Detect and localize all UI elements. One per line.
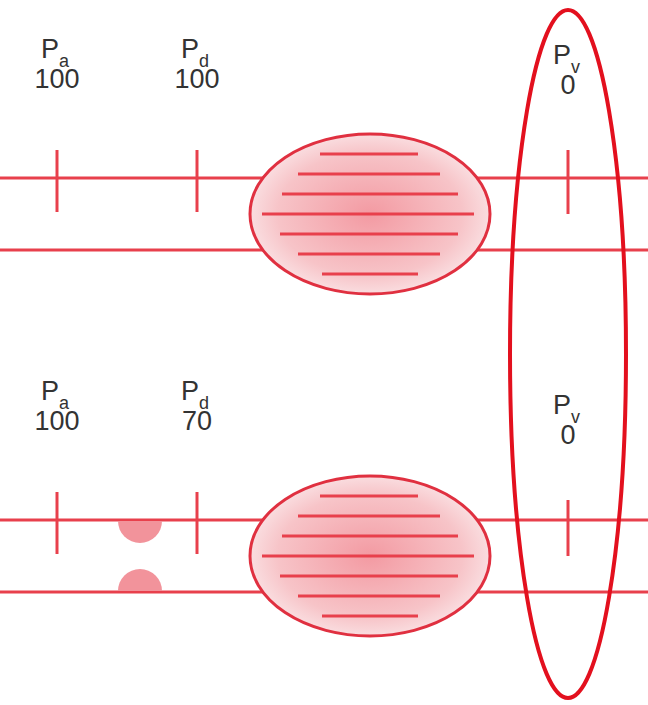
pressure-value: 0 bbox=[560, 422, 575, 449]
normal-vessel bbox=[0, 134, 648, 294]
stenosed-vessel bbox=[0, 476, 648, 636]
pressure-value: 100 bbox=[174, 66, 219, 93]
highlight-ellipse bbox=[510, 10, 626, 698]
stenosis-plaque bbox=[118, 569, 162, 591]
pressure-value: 0 bbox=[560, 72, 575, 99]
stenosis-plaque bbox=[118, 521, 162, 543]
pressure-symbol: P bbox=[41, 378, 59, 405]
pressure-value: 100 bbox=[34, 66, 79, 93]
pressure-symbol: P bbox=[181, 36, 199, 63]
pressure-symbol: P bbox=[553, 42, 571, 69]
pressure-value: 70 bbox=[182, 408, 212, 435]
pressure-symbol: P bbox=[553, 392, 571, 419]
pressure-symbol: P bbox=[181, 378, 199, 405]
pressure-value: 100 bbox=[34, 408, 79, 435]
pressure-symbol: P bbox=[41, 36, 59, 63]
